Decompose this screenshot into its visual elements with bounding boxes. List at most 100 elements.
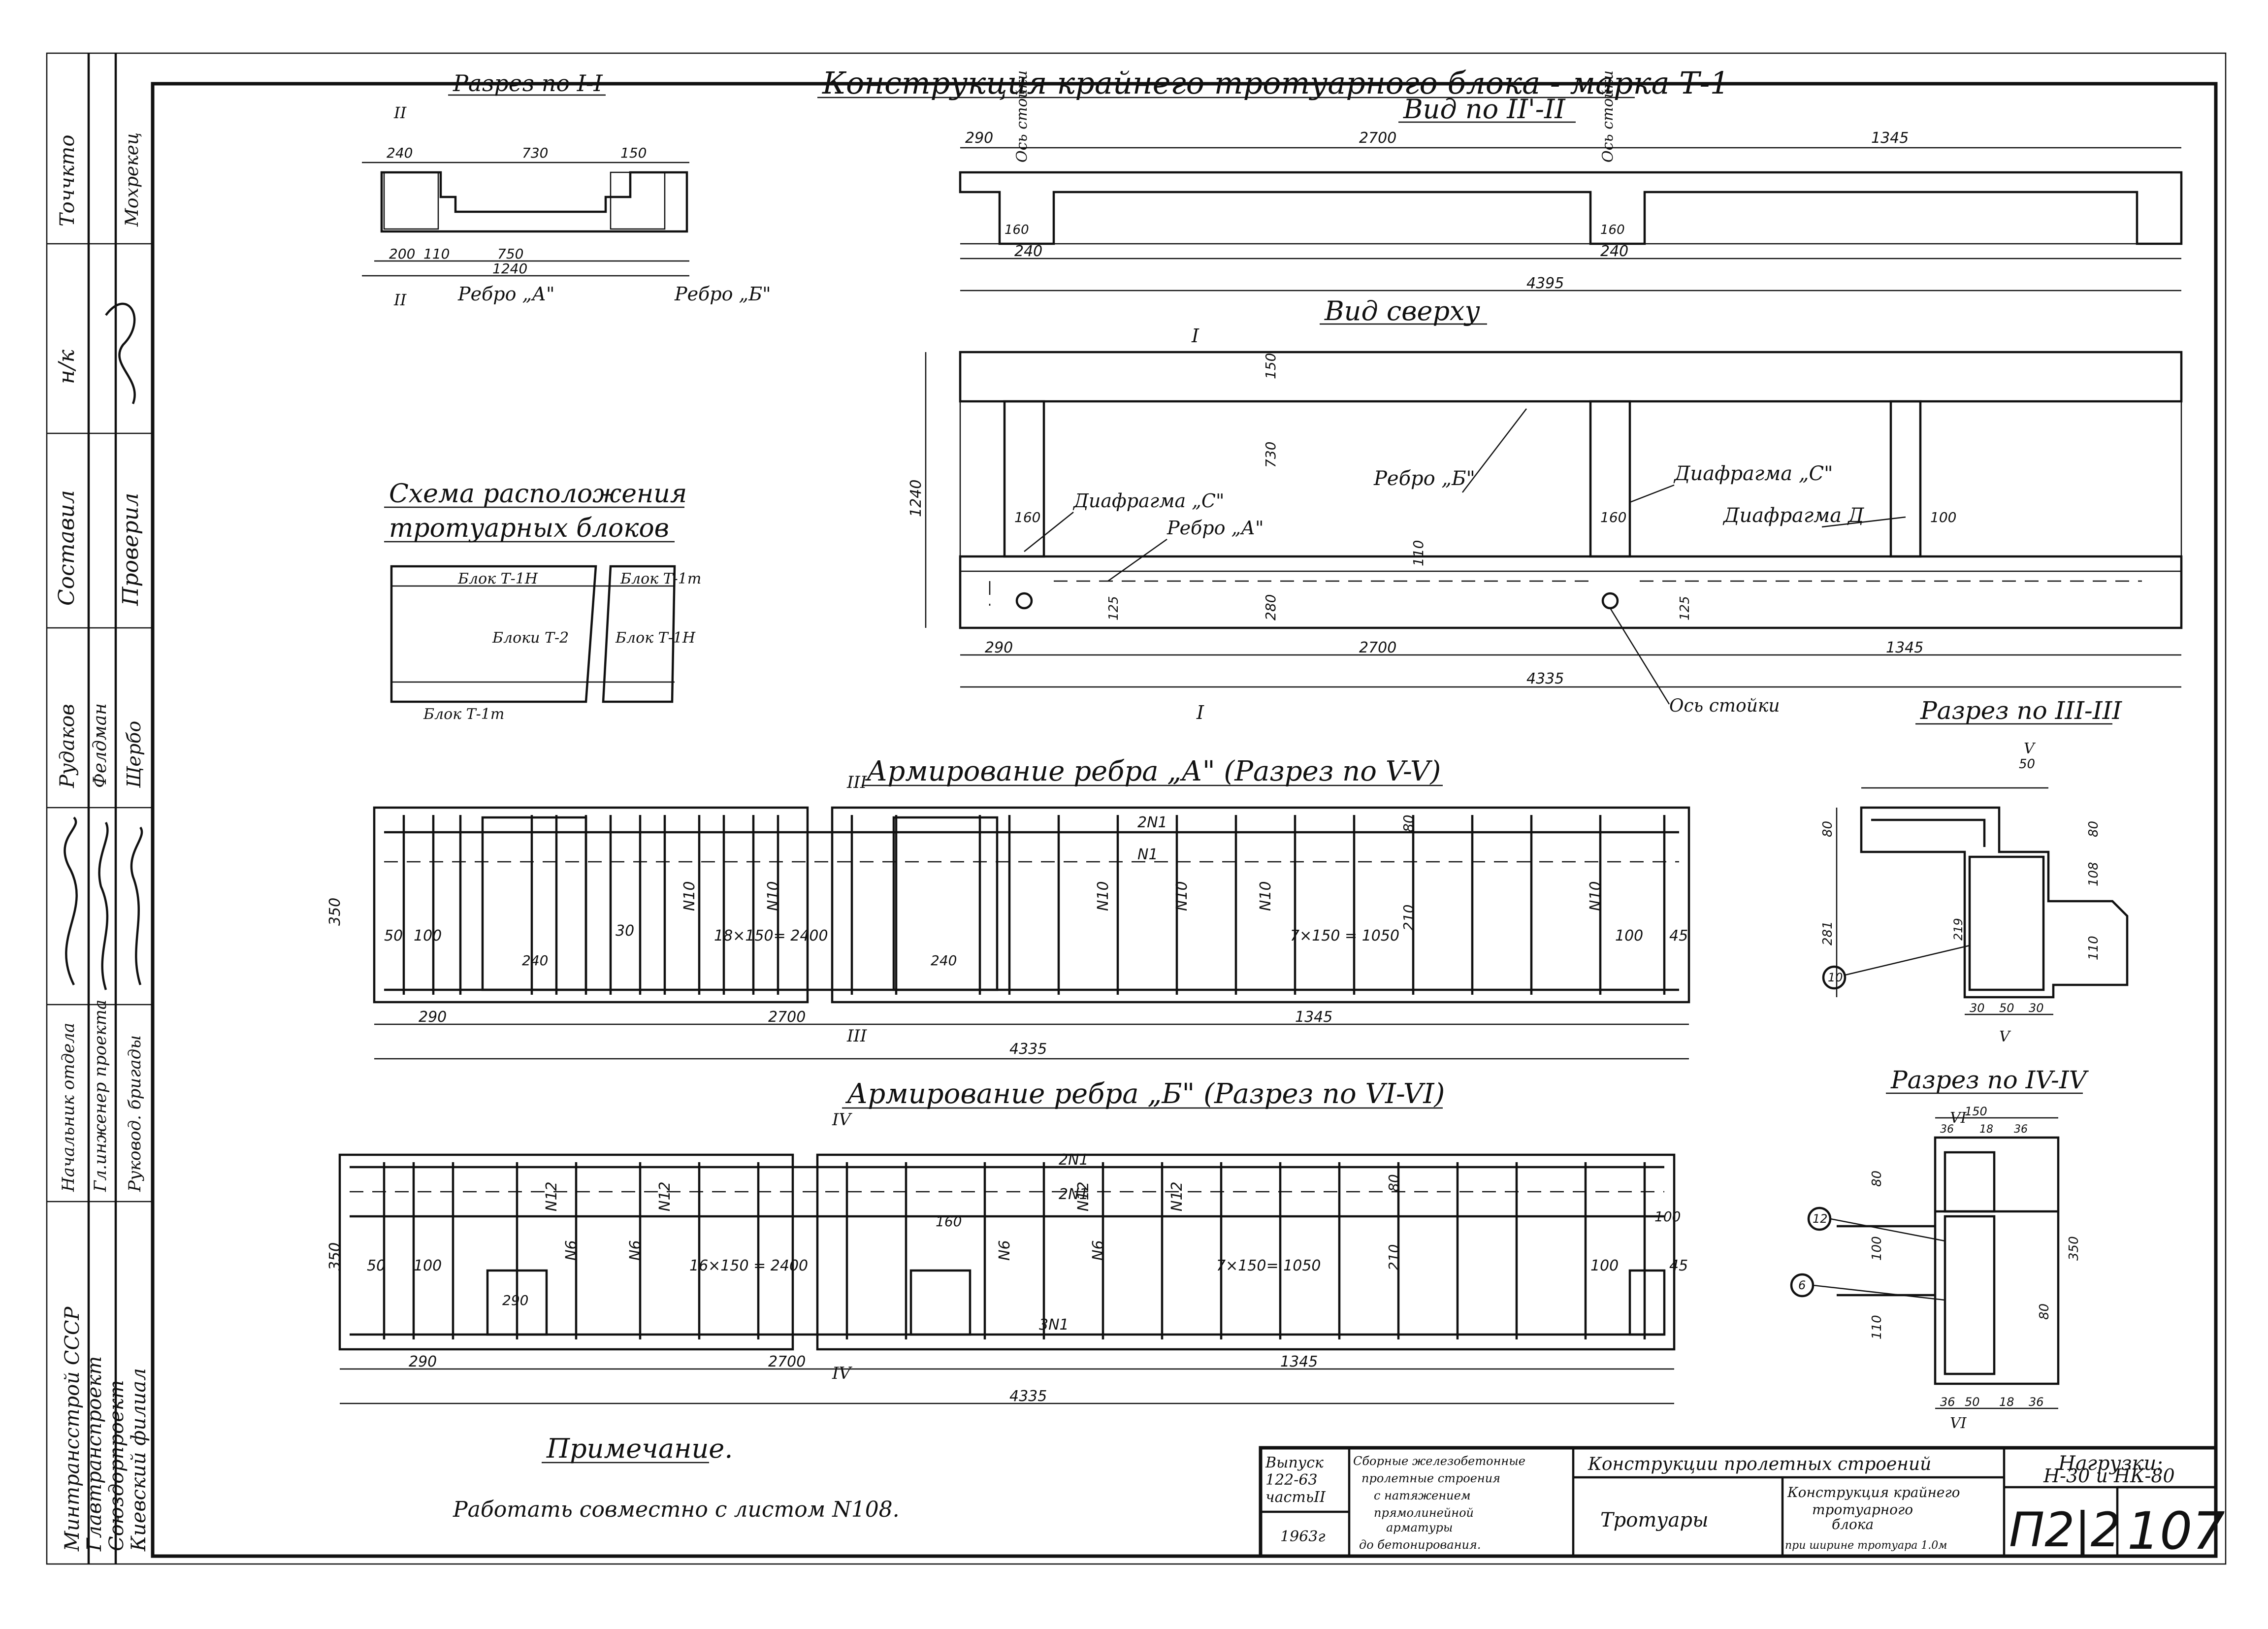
dim-text: 290 [409, 1353, 437, 1370]
dim-text: 1240 [492, 261, 527, 277]
sidebar-name-0: Мохрекец [122, 132, 142, 227]
note-text: Работать совместно с листом N108. [453, 1497, 900, 1522]
block-label-3: Блок Т-1Н [615, 629, 696, 647]
sidebar-org-3: Киевский филиал [128, 1368, 150, 1552]
signature-2 [64, 816, 78, 986]
reinforcement-rib-b: Армирование ребра „Б" (Разрез по VI-VI) … [326, 1078, 1688, 1405]
dim-text: 150 [1263, 353, 1279, 379]
rib-a-label-1: Ребро „А" [457, 283, 554, 305]
loads-label: Нагрузки: [2058, 1452, 2163, 1475]
desc-2: с натяжением [1374, 1489, 1471, 1502]
post-axis-label-3: Ось стойки [1669, 696, 1780, 716]
dim-text: 36 [1940, 1395, 1955, 1409]
bar-label: 3N1 [1039, 1316, 1069, 1334]
signature-1 [105, 302, 136, 404]
dim-text: 1345 [1886, 639, 1923, 656]
svg-text:II: II [393, 103, 407, 122]
sidebar-name-1: Рудаков [56, 704, 79, 788]
dim-text: 125 [1678, 596, 1692, 620]
dim-text: 36 [1940, 1123, 1954, 1136]
layout-scheme-title-1: Схема расположения [389, 479, 687, 509]
dim-text: 30 [616, 922, 634, 940]
svg-text:VI: VI [1950, 1109, 1967, 1127]
dim-text: 240 [387, 145, 413, 161]
dim-text: 4335 [1009, 1388, 1047, 1405]
dim-text: 350 [2067, 1236, 2081, 1261]
block-label-4: Блок Т-1m [423, 706, 504, 723]
desc-5: до бетонирования. [1359, 1538, 1481, 1552]
dim-text: 281 [1820, 921, 1835, 945]
bar-label: 2N1 [1137, 814, 1167, 831]
svg-text:V: V [2024, 740, 2036, 757]
dim-text: 2700 [768, 1009, 806, 1026]
bar-label: N10 [1095, 881, 1112, 911]
dim-text: 290 [419, 1009, 447, 1026]
dim-text: 100 [1654, 1208, 1681, 1225]
dim-text: 1240 [907, 480, 925, 517]
top-view-title: Вид сверху [1324, 295, 1481, 326]
sheet-title-3: при ширине тротуара 1.0м [1785, 1539, 1947, 1552]
loads-value: Н-30 и НК-80 [2043, 1465, 2175, 1487]
dim-text: 160 [1004, 223, 1029, 237]
issue-0: Выпуск [1265, 1454, 1324, 1471]
sidebar: Точчкто Мохрекец н/к Составил Проверил Р… [47, 53, 153, 1564]
callout-6: 6 [1798, 1278, 1806, 1292]
dim-text: 4335 [1526, 670, 1564, 687]
top-view: Вид сверху 1240 730 150 280 110 125 125 … [907, 295, 2183, 723]
sidebar-role-3: Проверил [118, 493, 143, 606]
diaphragm-c-label-2: Диафрагма „С" [1673, 462, 1833, 485]
desc-3: прямолинейной [1374, 1506, 1474, 1520]
section-4-4: Разрез по IV-IV 150 36 18 36 80 100 110 … [1790, 1066, 2089, 1432]
section-4-4-title: Разрез по IV-IV [1890, 1066, 2089, 1094]
sidebar-org-1: Главтранспроект [83, 1356, 106, 1552]
dim-text: 45 [1669, 927, 1688, 945]
dim-text: 80 [2086, 821, 2101, 837]
dim-text: 240 [1014, 243, 1042, 260]
bar-label: N6 [1090, 1240, 1107, 1261]
sidebar-role-8: Гл.инженер проекта [91, 1000, 110, 1192]
dim-text: 350 [326, 1242, 344, 1271]
issue-year: 1963г [1280, 1528, 1326, 1545]
dim-text: 210 [1400, 905, 1417, 931]
svg-text:VI: VI [1950, 1415, 1967, 1432]
desc-4: арматуры [1386, 1521, 1453, 1534]
bar-label: N10 [681, 881, 698, 911]
layout-scheme-title-2: тротуарных блоков [389, 514, 669, 543]
pitch-a1: 18×150= 2400 [714, 927, 828, 945]
dim-text: 80 [1870, 1171, 1884, 1187]
svg-text:I: I [1196, 702, 1204, 723]
bar-label: N10 [1173, 881, 1191, 911]
dim-text: 160 [1600, 223, 1625, 237]
sidebar-name-3: Щербо [123, 721, 145, 788]
dim-text: 160 [1014, 509, 1040, 525]
bar-label: N10 [1257, 881, 1274, 911]
stirrups-a [402, 815, 1666, 995]
signature-4 [130, 826, 143, 985]
dim-text: 45 [1669, 1257, 1688, 1274]
dim-text: 350 [326, 898, 344, 926]
desc-1: пролетные строения [1361, 1471, 1500, 1485]
category: Конструкции пролетных строений [1588, 1454, 1931, 1474]
svg-text:I: I [1191, 325, 1199, 347]
dim-text: 290 [985, 639, 1013, 656]
bar-label: N6 [996, 1240, 1013, 1261]
svg-text:V: V [1999, 1028, 2011, 1045]
dim-text: 240 [522, 952, 548, 969]
signature-3 [98, 821, 109, 990]
block-label-1: Блок Т-1m [620, 570, 701, 587]
dim-text: 50 [1965, 1395, 1980, 1409]
dim-text: 290 [965, 130, 993, 147]
svg-text:II: II [393, 291, 407, 309]
sidebar-role-9: Руковод. бригады [125, 1035, 145, 1192]
dim-text: 100 [414, 1257, 442, 1274]
view-2-2: Вид по II'-II 290 2700 1345 240 240 4395… [959, 70, 2183, 292]
dim-text: 160 [1600, 509, 1626, 525]
issue-2: частьII [1265, 1489, 1326, 1506]
block-label-0: Блок Т-1Н [457, 570, 538, 587]
callout-10: 10 [1828, 971, 1843, 984]
dim-text: 4395 [1526, 275, 1564, 292]
dim-text: 290 [502, 1292, 528, 1308]
note-title: Примечание. [546, 1433, 733, 1464]
dim-text: 240 [931, 952, 957, 969]
diaphragm-c-label-1: Диафрагма „С" [1072, 490, 1224, 512]
